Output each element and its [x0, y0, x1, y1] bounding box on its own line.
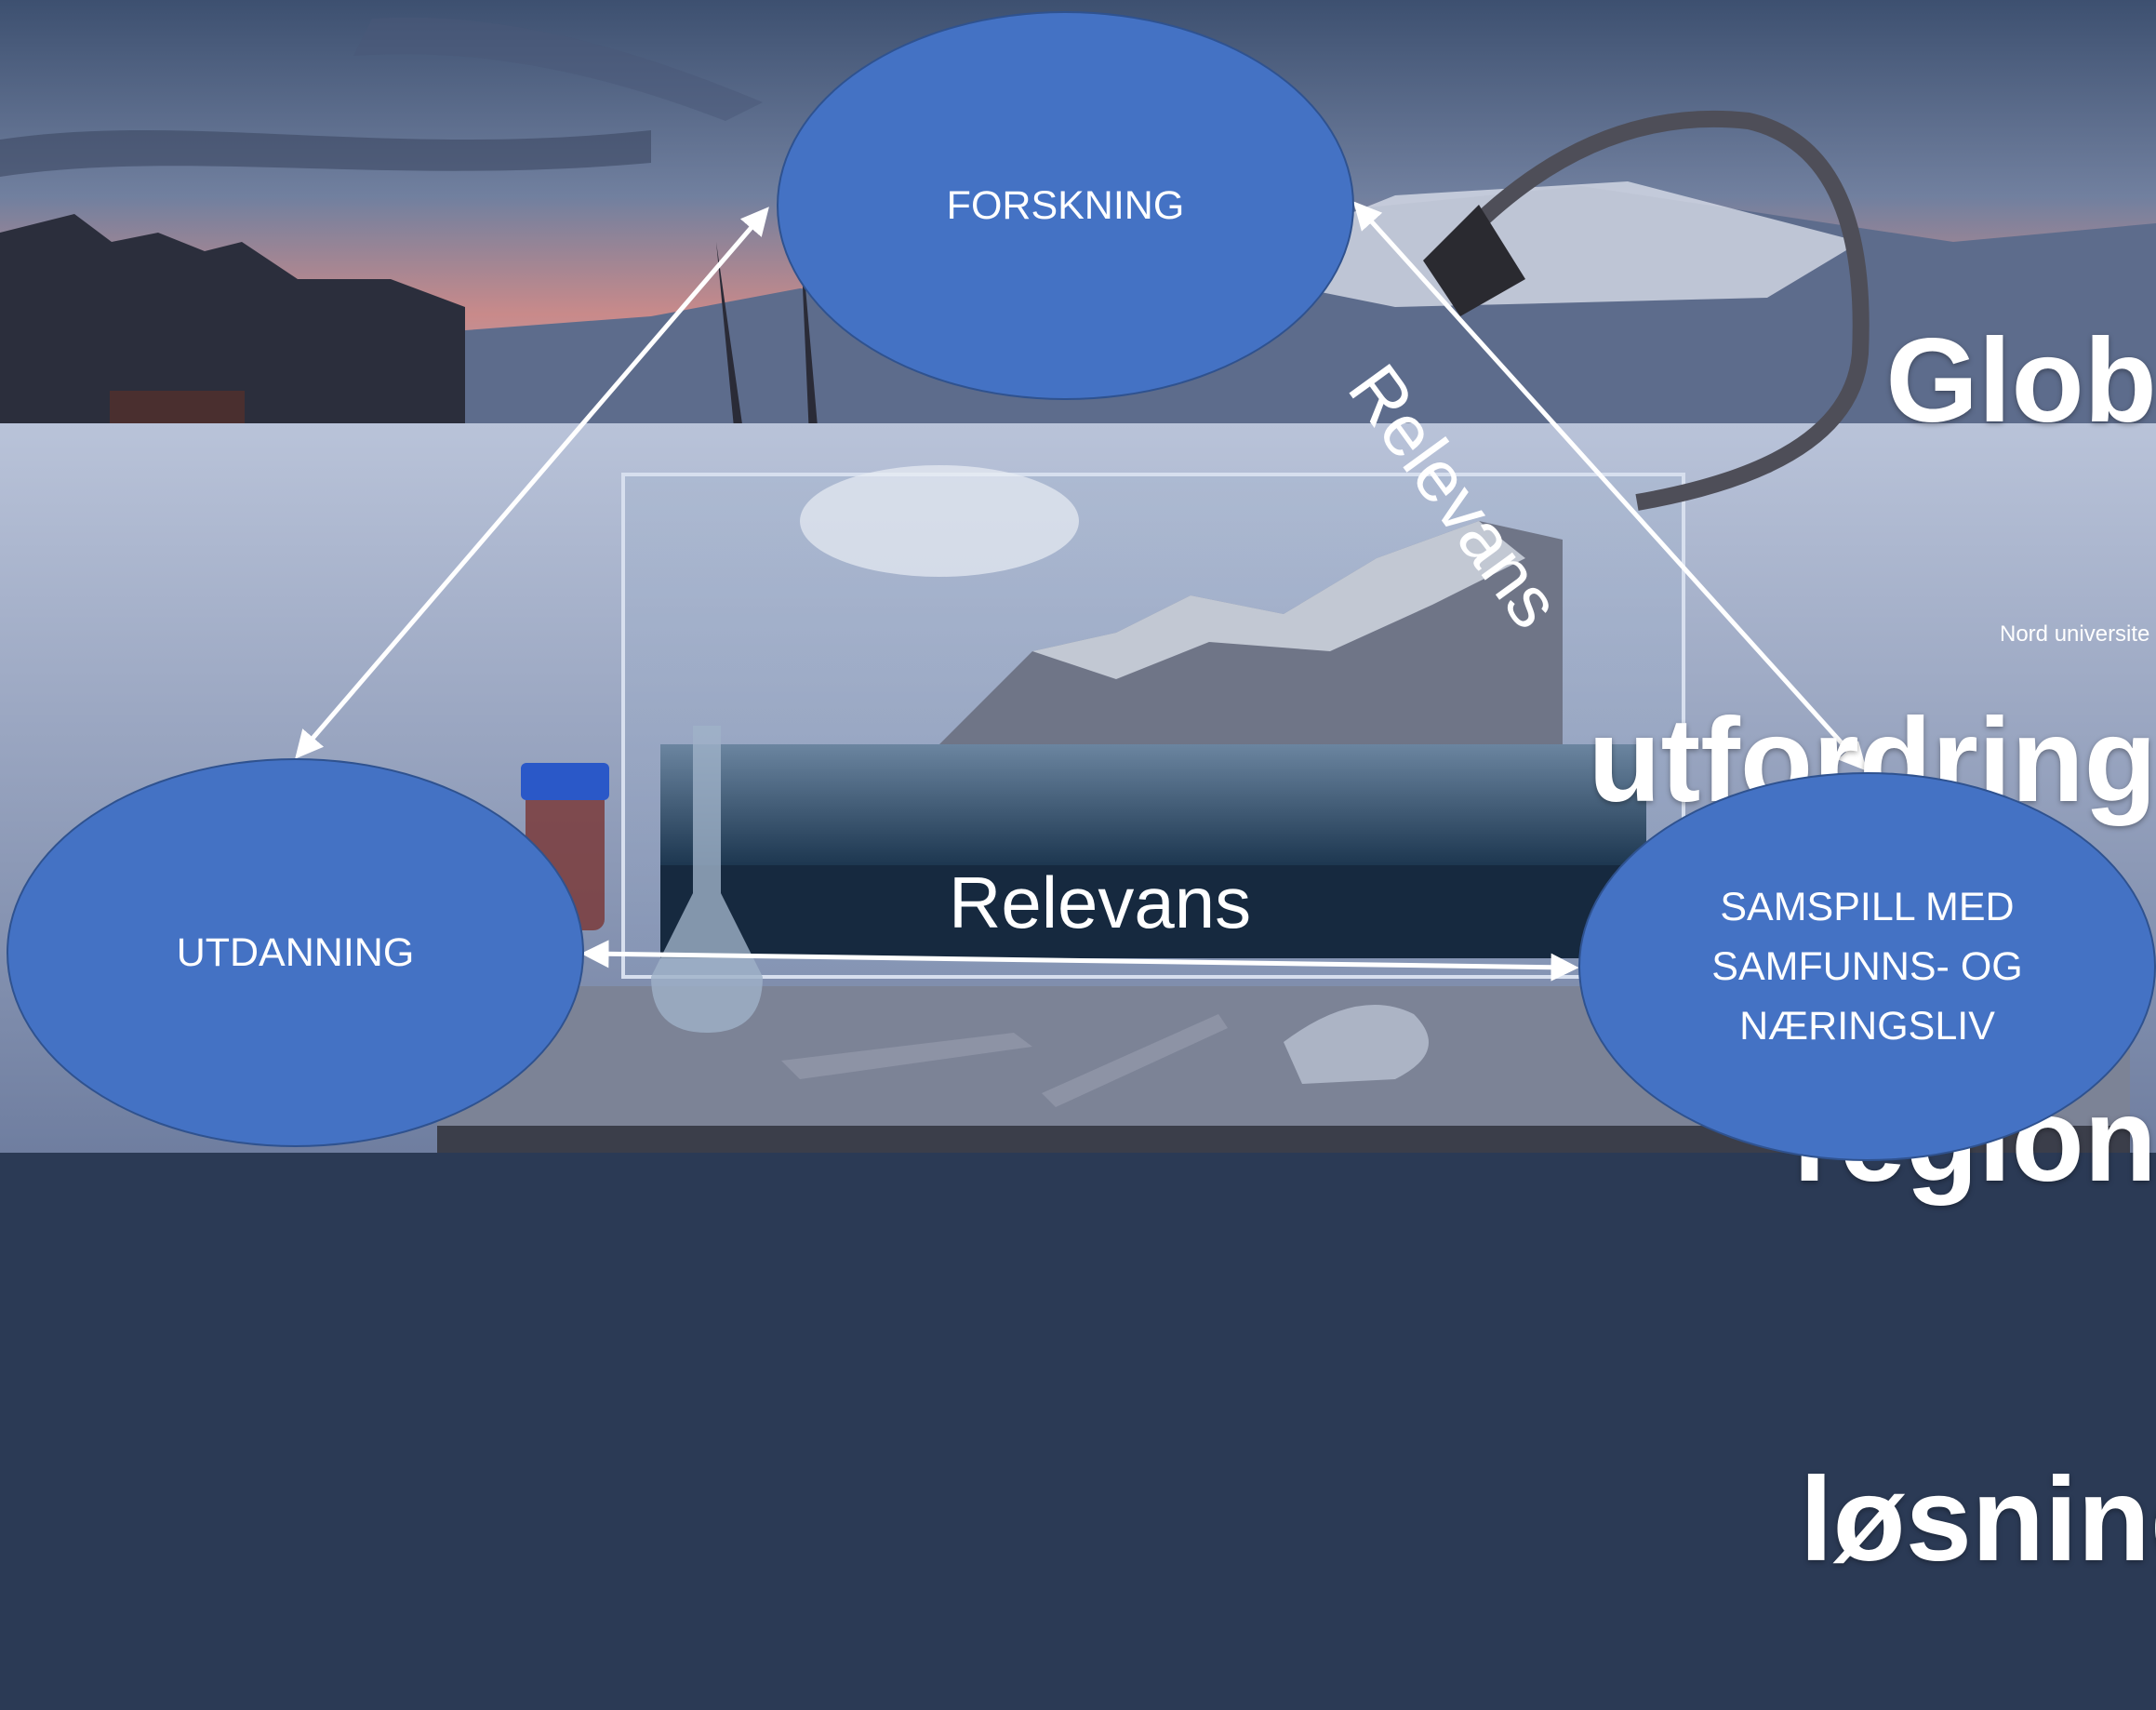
node-samspill-line-3: NÆRINGSLIV: [1739, 1004, 1995, 1049]
node-samspill-label: SAMSPILL MED SAMFUNNS- OG NÆRINGSLIV: [1711, 877, 2022, 1056]
arrow-utdanning-samspill: [580, 940, 1579, 982]
arrow-forskning-utdanning: [295, 207, 769, 759]
node-utdanning-label: UTDANNING: [176, 930, 415, 975]
headline-line-4: løsning: [1799, 1453, 2156, 1586]
org-name: Nord universite: [2000, 621, 2150, 647]
node-samspill: SAMSPILL MED SAMFUNNS- OG NÆRINGSLIV: [1578, 772, 2156, 1161]
arrow-forskning-samspill: [1352, 201, 1868, 771]
node-samspill-line-2: SAMFUNNS- OG: [1711, 944, 2023, 989]
relation-label-bottom: Relevans: [949, 862, 1252, 943]
headline-line-1: Globa: [1885, 314, 2156, 448]
relation-arrows: [295, 201, 1868, 982]
node-forskning: FORSKNING: [777, 11, 1354, 400]
node-utdanning: UTDANNING: [7, 758, 584, 1147]
node-forskning-label: FORSKNING: [946, 183, 1185, 228]
node-samspill-line-1: SAMSPILL MED: [1720, 885, 2015, 929]
